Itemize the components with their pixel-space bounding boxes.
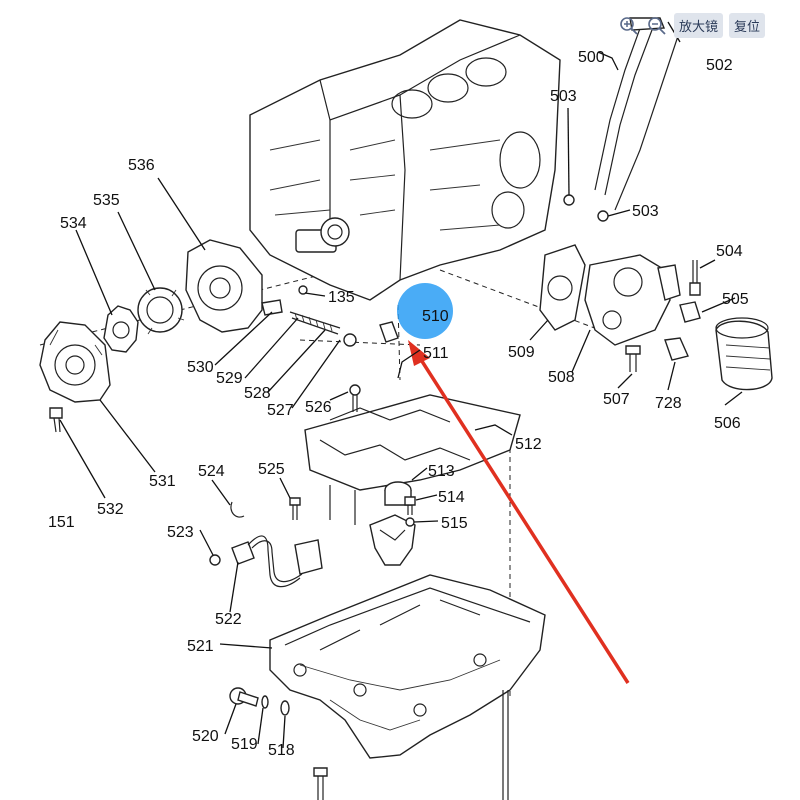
red-annotation-arrow	[408, 340, 630, 684]
callout-532: 532	[97, 501, 124, 518]
callout-514: 514	[438, 489, 465, 506]
zoom-out-icon[interactable]	[646, 15, 668, 37]
callout-504: 504	[716, 243, 743, 260]
callout-521: 521	[187, 638, 214, 655]
highlight-label: 510	[422, 308, 449, 325]
oil-pickup-tube	[369, 481, 416, 566]
callout-520: 520	[192, 728, 219, 745]
callout-502: 502	[706, 57, 733, 74]
oil-filter-adapter	[539, 244, 773, 391]
callout-135: 135	[328, 289, 355, 306]
viewer-toolbar: 放大镜 复位	[618, 13, 766, 38]
highlight-marker-510[interactable]: 510	[379, 283, 453, 343]
callout-513: 513	[428, 463, 455, 480]
callout-515: 515	[441, 515, 468, 532]
oil-pan	[229, 574, 546, 800]
callout-728: 728	[655, 395, 682, 412]
callout-500: 500	[578, 49, 605, 66]
callout-526: 526	[305, 399, 332, 416]
callout-512: 512	[515, 436, 542, 453]
callout-507: 507	[603, 391, 630, 408]
callout-509: 509	[508, 344, 535, 361]
callout-518: 518	[268, 742, 295, 759]
callout-522: 522	[215, 611, 242, 628]
leader-lines	[59, 21, 743, 749]
callout-505: 505	[722, 291, 749, 308]
baffle-tray	[304, 384, 521, 525]
callout-535: 535	[93, 192, 120, 209]
callout-530: 530	[187, 359, 214, 376]
oil-level-sensor	[209, 497, 323, 588]
oil-pump-assembly	[39, 239, 357, 433]
callout-523: 523	[167, 524, 194, 541]
callout-508: 508	[548, 369, 575, 386]
engine-block	[249, 17, 681, 301]
callout-528: 528	[244, 385, 271, 402]
callout-labels: 500 502 503 503 504 505 506 507 508 509 …	[48, 49, 749, 759]
callout-536: 536	[128, 157, 155, 174]
callout-534: 534	[60, 215, 87, 232]
callout-151: 151	[48, 514, 75, 531]
magnifier-button[interactable]: 放大镜	[674, 13, 724, 38]
callout-519: 519	[231, 736, 258, 753]
callout-531: 531	[149, 473, 176, 490]
callout-524: 524	[198, 463, 225, 480]
callout-511: 511	[423, 345, 449, 362]
callout-525: 525	[258, 461, 285, 478]
callout-506: 506	[714, 415, 741, 432]
reset-button[interactable]: 复位	[729, 13, 766, 38]
callout-527: 527	[267, 402, 294, 419]
callout-503-upper: 503	[550, 88, 577, 105]
callout-529: 529	[216, 370, 243, 387]
callout-503-lower: 503	[632, 203, 659, 220]
zoom-in-icon[interactable]	[618, 15, 640, 37]
